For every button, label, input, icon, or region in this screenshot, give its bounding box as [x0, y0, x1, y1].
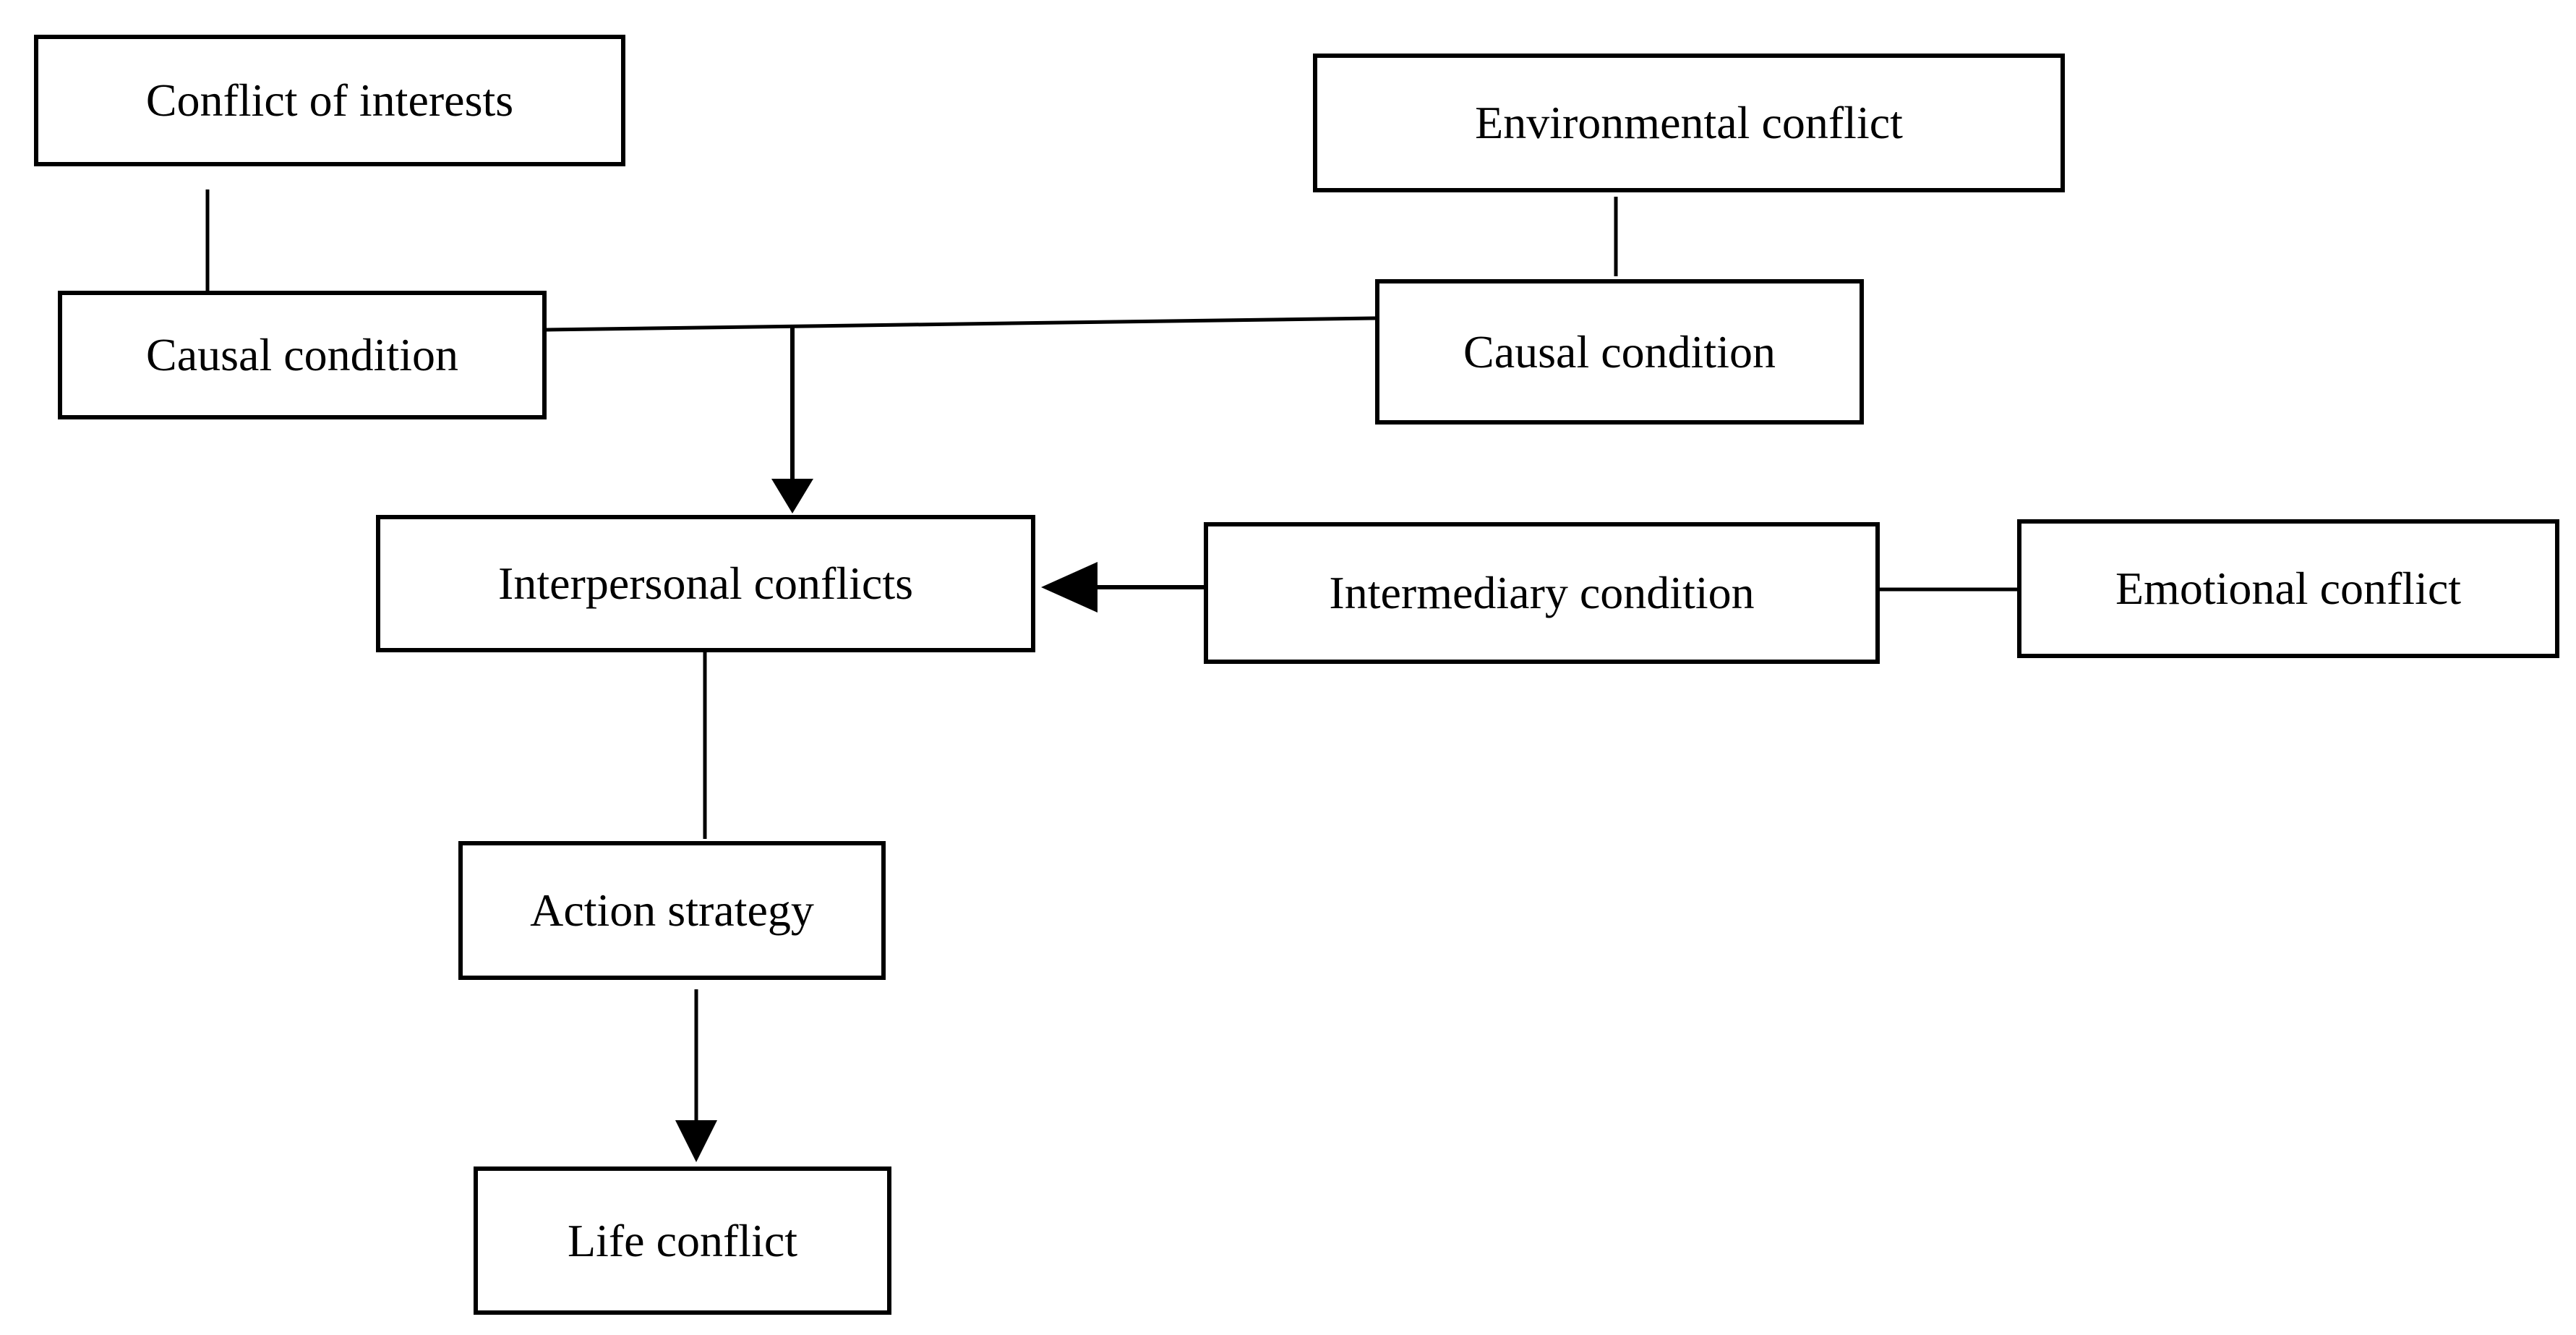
node-causal-condition-right-label: Causal condition: [1463, 325, 1776, 378]
node-interpersonal-conflicts-label: Interpersonal conflicts: [498, 558, 913, 609]
node-action-strategy: Action strategy: [458, 841, 886, 980]
node-interpersonal-conflicts: Interpersonal conflicts: [376, 515, 1035, 652]
node-conflict-of-interests-label: Conflict of interests: [145, 74, 514, 126]
node-emotional-conflict-label: Emotional conflict: [2115, 563, 2462, 614]
node-causal-condition-left-label: Causal condition: [146, 329, 458, 380]
node-causal-condition-right: Causal condition: [1375, 279, 1864, 425]
node-intermediary-condition: Intermediary condition: [1204, 522, 1880, 664]
node-environmental-conflict-label: Environmental conflict: [1475, 97, 1903, 148]
node-conflict-of-interests: Conflict of interests: [34, 35, 625, 166]
arrowhead-down-into-life: [675, 1120, 717, 1162]
connector-causal-left-to-causal-right: [546, 316, 1376, 332]
node-environmental-conflict: Environmental conflict: [1313, 54, 2065, 192]
arrowhead-down-into-interpersonal: [771, 479, 813, 513]
node-life-conflict-label: Life conflict: [567, 1214, 798, 1266]
node-causal-condition-left: Causal condition: [58, 291, 547, 419]
node-emotional-conflict: Emotional conflict: [2017, 519, 2559, 658]
node-action-strategy-label: Action strategy: [530, 884, 814, 936]
node-intermediary-condition-label: Intermediary condition: [1329, 567, 1755, 618]
arrowhead-left-into-interpersonal: [1041, 562, 1097, 613]
node-life-conflict: Life conflict: [474, 1166, 891, 1315]
